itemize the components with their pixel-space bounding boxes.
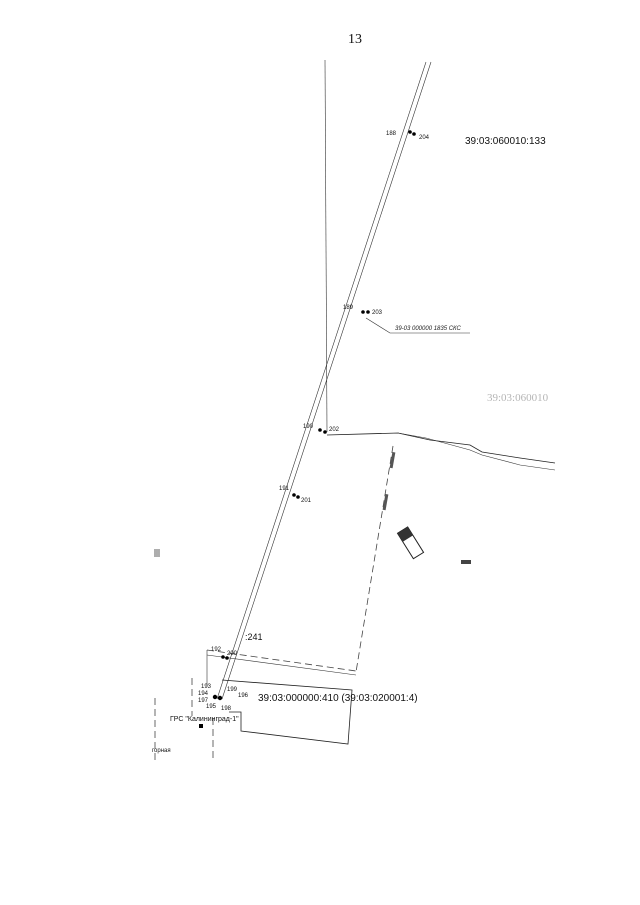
- point-label: 194: [198, 691, 209, 697]
- map-marker: [461, 560, 471, 564]
- corridor-line-left: [216, 61, 427, 700]
- road-line-lower: [397, 432, 556, 471]
- point-label: 189: [343, 305, 354, 311]
- page-number: 13: [348, 32, 362, 47]
- survey-point-cluster-a: [212, 694, 218, 700]
- point-label: 192: [211, 647, 222, 653]
- road-line-upper: [326, 432, 556, 464]
- point-label: 203: [372, 310, 383, 316]
- point-label: 193: [201, 684, 212, 690]
- parcel-label-north: 39:03:060010:133: [465, 136, 546, 147]
- point-label: 204: [419, 135, 430, 141]
- survey-point-cluster-b: [217, 695, 223, 701]
- survey-point-203: [366, 310, 370, 314]
- hatch-icon: [154, 549, 160, 557]
- contour-label: :241: [245, 632, 263, 642]
- linear-object-label: 39-03 000000 1835 СКС: [395, 326, 462, 332]
- dashed-boundary-south: [206, 649, 357, 672]
- dashed-boundary-east: [355, 445, 394, 673]
- boundary-mark: [382, 493, 389, 511]
- linear-object-leader: [365, 317, 470, 334]
- street-label: горная: [152, 748, 171, 754]
- vertical-boundary-line: [324, 59, 328, 433]
- parcel-label-east-faded: 39:03:060010: [487, 392, 549, 404]
- point-label: 202: [329, 427, 340, 433]
- point-label: 198: [221, 706, 232, 712]
- point-label: 191: [279, 486, 290, 492]
- survey-point-202: [323, 430, 327, 434]
- point-label: 199: [227, 687, 238, 693]
- solid-boundary-south: [206, 654, 357, 676]
- point-label: 197: [198, 698, 209, 704]
- south-parcel-outline: [221, 679, 353, 745]
- grs-label: ГРС "Калининград-1": [170, 716, 239, 723]
- survey-point-204: [412, 132, 416, 136]
- survey-point-192: [221, 655, 225, 659]
- grs-marker: [199, 724, 203, 728]
- parcel-label-south: 39:03:000000:410 (39:03:020001:4): [258, 693, 418, 704]
- survey-point-201: [296, 495, 300, 499]
- survey-point-191: [292, 493, 296, 497]
- point-label: 190: [303, 424, 314, 430]
- point-label: 201: [301, 498, 312, 504]
- building-icon: [396, 526, 425, 560]
- survey-point-200: [225, 656, 229, 660]
- survey-point-188: [408, 130, 412, 134]
- boundary-mark: [389, 451, 396, 469]
- corridor-line-right: [221, 61, 432, 700]
- survey-point-190: [318, 428, 322, 432]
- point-label: 200: [227, 651, 238, 657]
- point-label: 188: [386, 131, 397, 137]
- point-label: 196: [238, 693, 249, 699]
- point-label: 195: [206, 704, 217, 710]
- survey-point-189: [361, 310, 365, 314]
